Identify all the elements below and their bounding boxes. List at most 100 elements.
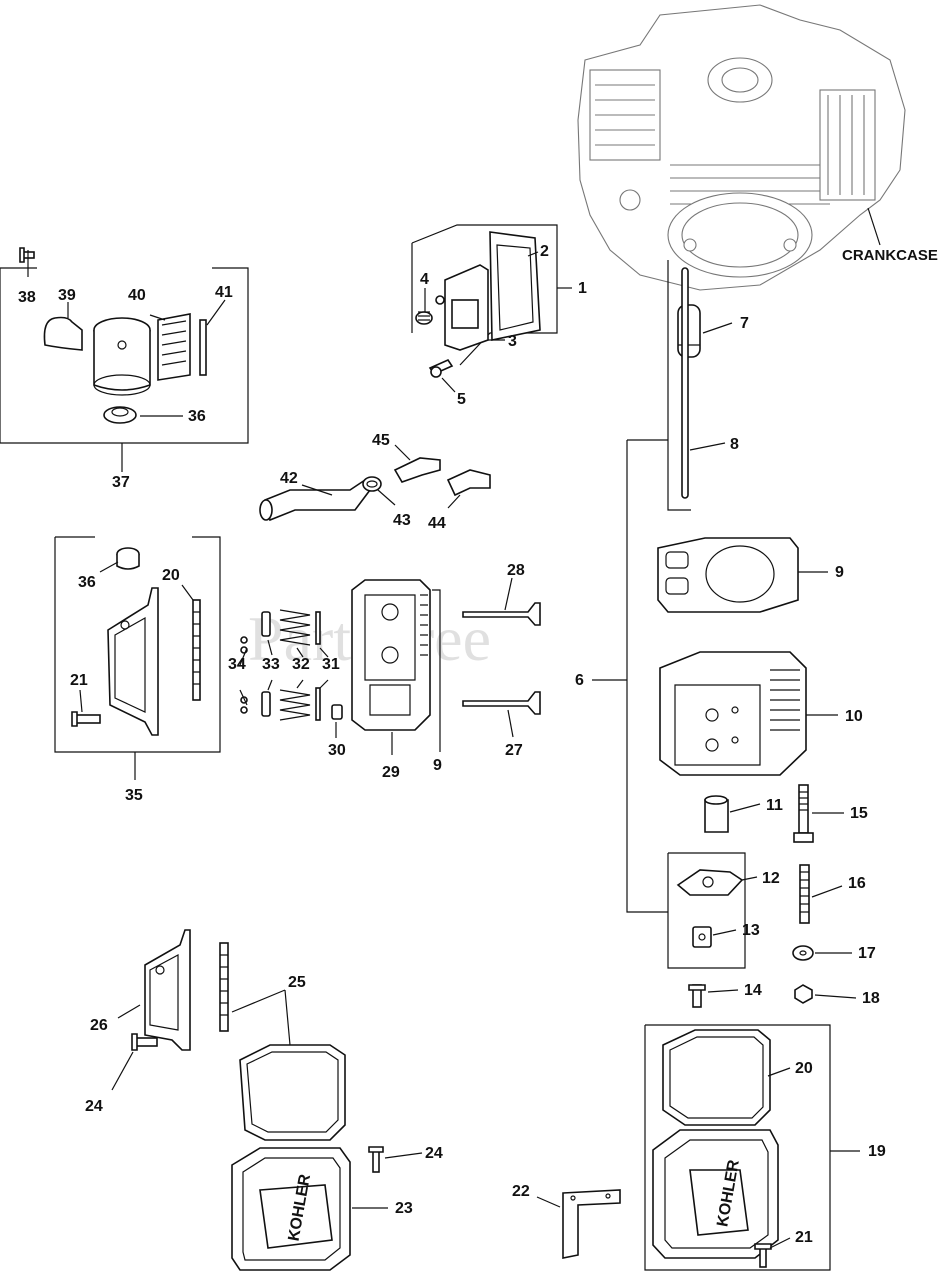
grommet-side-part[interactable]	[116, 547, 140, 570]
intake-hose-part[interactable]	[259, 478, 371, 522]
clamp-strap-part[interactable]	[43, 316, 83, 351]
callout-22: 22	[512, 1183, 530, 1200]
valve-cover-side-part[interactable]	[144, 929, 191, 1051]
breather-valve-part[interactable]	[415, 311, 433, 325]
callout-19: 19	[868, 1143, 886, 1160]
push-rod-part[interactable]	[681, 267, 689, 499]
callout-28: 28	[507, 562, 525, 579]
callout-37: 37	[112, 474, 130, 491]
valve-guide-part[interactable]	[331, 704, 343, 720]
cylinder-head-side-part[interactable]	[351, 579, 431, 731]
callout-21-left: 21	[70, 672, 88, 689]
callout-32: 32	[292, 656, 310, 673]
air-filter-part[interactable]	[93, 317, 151, 396]
valve-cover-screw-right-part[interactable]	[754, 1243, 772, 1268]
valve-cover-gasket-strip-part[interactable]	[219, 942, 229, 1032]
callout-20-left: 20	[162, 567, 180, 584]
hose-clamp-part[interactable]	[362, 476, 382, 492]
spring-retainer-bottom-part[interactable]	[261, 691, 271, 717]
callout-13: 13	[742, 922, 760, 939]
callout-39: 39	[58, 287, 76, 304]
crankcase-part[interactable]	[577, 4, 906, 291]
callout-16: 16	[848, 875, 866, 892]
callout-1: 1	[578, 280, 587, 297]
callout-43: 43	[393, 512, 411, 529]
spring-retainer-top-part[interactable]	[261, 611, 271, 637]
callout-35: 35	[125, 787, 143, 804]
callout-27: 27	[505, 742, 523, 759]
air-cleaner-screw-part[interactable]	[19, 247, 35, 263]
callout-33: 33	[262, 656, 280, 673]
callout-31: 31	[322, 656, 340, 673]
callout-41: 41	[215, 284, 233, 301]
valve-cover-right-part[interactable]: KOHLER	[652, 1129, 779, 1259]
valve-cover-screw-left-part[interactable]	[131, 1033, 158, 1051]
nut-part[interactable]	[794, 984, 813, 1004]
bracket-part[interactable]	[562, 1189, 621, 1259]
callout-21-right: 21	[795, 1229, 813, 1246]
callout-40: 40	[128, 287, 146, 304]
side-cover-part[interactable]	[107, 587, 159, 736]
breather-hose-part[interactable]	[393, 457, 441, 483]
valve-cover-gasket-part[interactable]	[662, 1029, 771, 1126]
callout-38: 38	[18, 289, 36, 306]
callout-7: 7	[740, 315, 749, 332]
valve-seal-bottom-part[interactable]	[315, 687, 321, 721]
callout-36-side: 36	[78, 574, 96, 591]
valve-cover-gasket-left-part[interactable]	[239, 1044, 346, 1141]
callout-20-right: 20	[795, 1060, 813, 1077]
side-cover-gasket-part[interactable]	[192, 599, 201, 701]
washer-part[interactable]	[792, 945, 814, 961]
callout-6: 6	[575, 672, 584, 689]
callout-10: 10	[845, 708, 863, 725]
valve-cover-left-part[interactable]: KOHLER	[231, 1147, 351, 1271]
stud-part[interactable]	[799, 864, 810, 924]
valve-spring-top-part[interactable]	[279, 609, 311, 646]
callout-2: 2	[540, 243, 549, 260]
intake-valve-part[interactable]	[462, 602, 541, 626]
callout-23: 23	[395, 1200, 413, 1217]
cylinder-head-part[interactable]	[659, 651, 807, 776]
callout-14: 14	[744, 982, 762, 999]
callout-34: 34	[228, 656, 246, 673]
breather-cover-part[interactable]	[435, 264, 489, 351]
callout-29: 29	[382, 764, 400, 781]
side-cover-screw-part[interactable]	[71, 711, 101, 727]
valve-spring-bottom-part[interactable]	[279, 689, 311, 721]
head-gasket-part[interactable]	[657, 537, 799, 613]
rocker-arm-part[interactable]	[676, 869, 744, 896]
valve-keeper-top-part[interactable]	[240, 636, 248, 654]
callout-24-left: 24	[85, 1098, 103, 1115]
callout-24-right: 24	[425, 1145, 443, 1162]
valve-seal-top-part[interactable]	[315, 611, 321, 645]
callout-18: 18	[862, 990, 880, 1007]
crankcase-label: CRANKCASE	[842, 247, 938, 264]
callout-25: 25	[288, 974, 306, 991]
rocker-screw-part[interactable]	[688, 984, 706, 1008]
valve-cover-screw-top-part[interactable]	[368, 1146, 384, 1173]
dowel-part[interactable]	[704, 795, 729, 833]
callout-5: 5	[457, 391, 466, 408]
filter-element-part[interactable]	[157, 313, 191, 381]
breather-screw-part[interactable]	[428, 358, 454, 378]
callout-42: 42	[280, 470, 298, 487]
exhaust-valve-part[interactable]	[462, 691, 541, 715]
callout-8: 8	[730, 436, 739, 453]
callout-36-top: 36	[188, 408, 206, 425]
callout-26: 26	[90, 1017, 108, 1034]
callout-12: 12	[762, 870, 780, 887]
callout-30: 30	[328, 742, 346, 759]
head-bolt-part[interactable]	[793, 784, 814, 843]
rocker-pivot-part[interactable]	[692, 926, 712, 948]
filter-seal-part[interactable]	[199, 319, 207, 376]
elbow-hose-part[interactable]	[446, 469, 491, 497]
callout-44: 44	[428, 515, 446, 532]
grommet-top-part[interactable]	[103, 406, 137, 424]
callout-11: 11	[766, 797, 783, 814]
callout-9-right: 9	[835, 564, 844, 581]
callout-45: 45	[372, 432, 390, 449]
callout-3: 3	[508, 333, 517, 350]
breather-gasket-part[interactable]	[489, 231, 541, 341]
callout-17: 17	[858, 945, 876, 962]
